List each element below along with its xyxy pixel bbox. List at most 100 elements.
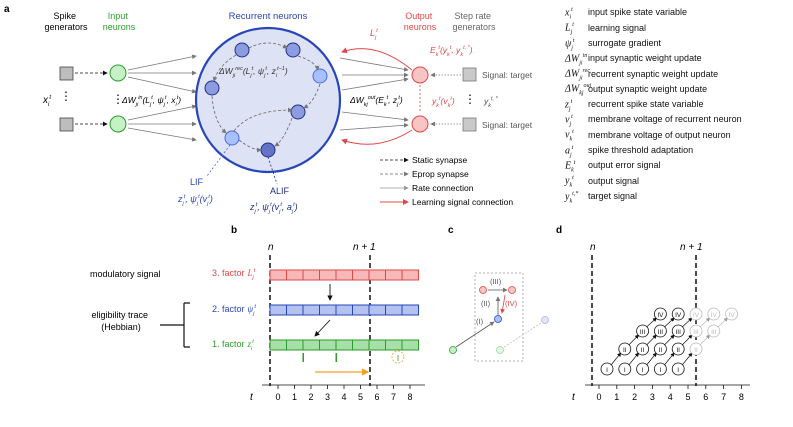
bar-cell (319, 269, 337, 281)
bar-cell (368, 339, 386, 351)
input-neurons-label: Input neurons (103, 11, 136, 32)
propagation-label: I (642, 367, 644, 374)
bar-cell (352, 304, 370, 316)
legend-symbol: ykt (565, 175, 574, 189)
bar-cell (302, 304, 320, 316)
bar-cell (352, 339, 370, 351)
propagation-step (725, 307, 738, 321)
recurrent-update-label: ΔWjirec(Ljt, ψjt, zit−1) (218, 66, 288, 79)
alif-label: ALIF (270, 186, 290, 196)
input-ellipsis: ⋮ (112, 92, 124, 106)
svg-text:Static synapse: Static synapse (412, 155, 468, 165)
legend-symbol: vjt (565, 114, 573, 128)
bar-cell (385, 304, 403, 316)
propagation-step (636, 342, 649, 356)
input-eprop-arrow (127, 54, 197, 71)
legend-text: input spike state variable (588, 7, 688, 18)
bar-cell (302, 269, 320, 281)
propagation-step (654, 362, 667, 376)
recurrent-neuron (312, 68, 328, 84)
legend-text: spike threshold adaptation (588, 145, 694, 155)
propagation-label: I (659, 367, 661, 374)
propagation-arrow (610, 352, 622, 366)
input-update-label: ΔWjiin(Ljt, ψjt, xit) (121, 95, 181, 108)
t-label-d: t (572, 392, 576, 403)
axis-tick-label: 6 (703, 392, 708, 402)
input-eprop-arrow (127, 76, 197, 94)
propagation-label: II (694, 347, 698, 354)
axis-tick-label: 7 (391, 392, 396, 402)
c-recurrent-faded (541, 316, 549, 324)
x-input-symbol: xit (42, 95, 51, 108)
legend-text: recurrent synaptic weight update (588, 68, 719, 79)
axis-tick-label: 0 (275, 392, 280, 402)
output-error-label: Ekt(ykt, ykt, *) (430, 45, 473, 58)
legend-symbol: ψjt (565, 37, 575, 51)
future-spike-label: I (397, 354, 399, 363)
propagation-label: II (676, 347, 680, 354)
output-eprop-arrow (339, 122, 409, 131)
legend-text: output error signal (588, 160, 661, 171)
connection-legend: Static synapse Eprop synapse Rate connec… (380, 155, 513, 207)
legend-symbol: ajt (565, 144, 574, 158)
bar-cell (401, 339, 419, 351)
axis-tick-label: 6 (374, 392, 379, 402)
spike-generators-label: Spike generators (44, 11, 88, 32)
svg-text:Learning signal connection: Learning signal connection (412, 197, 513, 207)
legend-row: ykt,*target signal (565, 187, 791, 204)
propagation-label: II (641, 347, 645, 354)
legend-row: ΔWjiininput synaptic weight update (565, 49, 791, 66)
axis-tick-label: 7 (721, 392, 726, 402)
legend-symbol: vkt (565, 129, 574, 143)
factor-arrow-2to1 (314, 319, 331, 337)
propagation-step (654, 342, 667, 356)
t-label-b: t (250, 392, 254, 403)
signal-target-label-1: Signal: target (482, 70, 533, 80)
bar-cell (286, 339, 304, 351)
legend-text: recurrent spike state variable (588, 99, 704, 110)
c-recurrent-neuron (494, 315, 502, 323)
bar-cell (302, 339, 320, 351)
propagation-arrow (699, 334, 711, 346)
input-neuron-1 (109, 64, 127, 82)
step-rate-generator-1 (462, 67, 477, 82)
propagation-step (689, 307, 703, 321)
bar-cell (352, 269, 370, 281)
output-eprop-arrow (339, 57, 409, 72)
input-neuron-2 (109, 115, 127, 133)
recurrent-eprop-arrow (303, 83, 321, 109)
propagation-arrow (664, 352, 675, 366)
eligibility-bracket (160, 302, 190, 348)
panel-a-letter: a (4, 4, 10, 15)
propagation-step (671, 324, 685, 338)
legend-text: target signal (588, 190, 638, 201)
input-eprop-arrow (127, 104, 197, 121)
propagation-arrow (664, 317, 675, 328)
propagation-arrow (664, 334, 675, 346)
axis-tick-label: 1 (614, 392, 619, 402)
bar-cell (401, 269, 419, 281)
bar-cell (286, 269, 304, 281)
output-neurons-label: Output neurons (404, 11, 437, 32)
eligibility-label: eligibility trace (Hebbian) (91, 310, 150, 332)
c-output-neuron (508, 286, 516, 294)
recurrent-eprop-arrow (274, 117, 293, 147)
propagation-step (618, 342, 632, 356)
bar-cell (269, 339, 287, 351)
propagation-label: IV (675, 312, 682, 319)
n-label-d: n (590, 242, 596, 253)
learning-signal-label: Ljt (370, 28, 378, 41)
propagation-label: IV (693, 312, 700, 319)
propagation-label: III (640, 329, 646, 336)
legend-symbol: xit (565, 7, 573, 21)
legend-row: ajt spike threshold adaptation (565, 141, 791, 158)
legend-text: membrane voltage of output neuron (588, 129, 731, 140)
legend-symbol: ΔWjirec (565, 68, 590, 82)
legend-text: output synaptic weight update (588, 83, 708, 94)
